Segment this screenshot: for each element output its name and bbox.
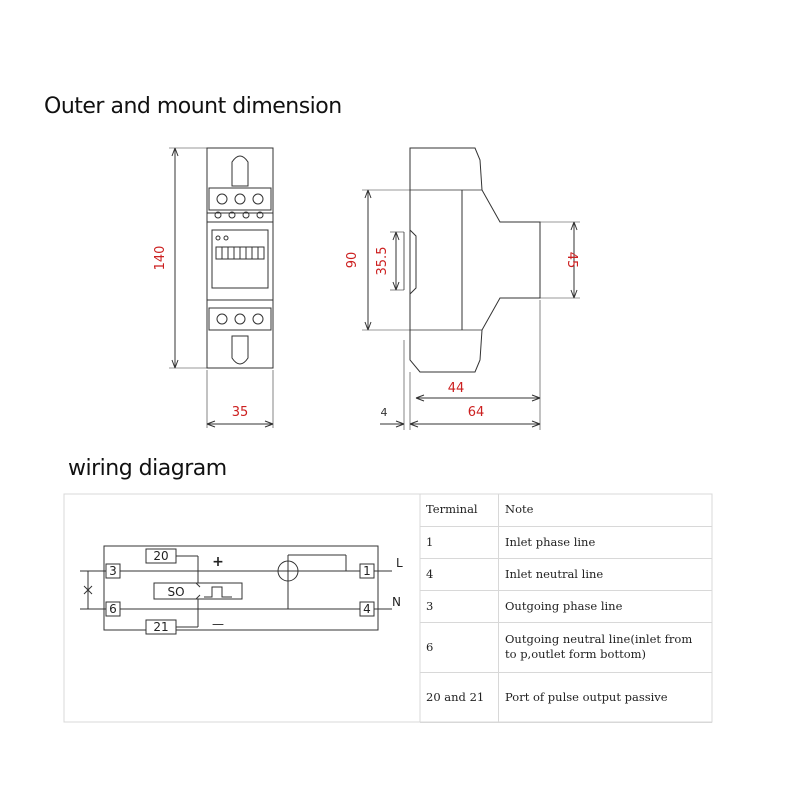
table-row: 4 Inlet neutral line [420,558,712,591]
table-row: 6 Outgoing neutral line(inlet from to p,… [420,622,712,673]
terminal-4-label: 4 [363,602,371,616]
table-header-terminal: Terminal [420,494,499,527]
table-header-row: Terminal Note [420,494,712,527]
table-cell-terminal: 3 [420,590,499,623]
dim-side-height-label: 90 [345,252,360,269]
dim-rail-height-label: 35.5 [375,247,390,276]
terminal-note-table: Terminal Note 1 Inlet phase line 4 Inlet… [420,494,712,723]
table-cell-note: Outgoing neutral line(inlet from to p,ou… [498,622,712,673]
dim-gap-label: 4 [381,406,388,419]
pulse-plus-label: + [212,554,224,570]
dim-total-depth-label: 64 [468,405,485,420]
table-cell-terminal: 6 [420,622,499,673]
side-view [403,147,541,373]
so-label: SO [167,585,184,599]
terminal-21-label: 21 [153,620,168,634]
table-header-note: Note [498,494,712,527]
front-view [206,147,274,369]
table-row: 20 and 21 Port of pulse output passive [420,672,712,723]
terminal-20-label: 20 [153,549,168,563]
wiring-schematic [80,545,392,635]
dim-height-label: 140 [153,246,168,271]
dim-inner-depth-label: 44 [448,381,465,396]
table-cell-note: Inlet neutral line [498,558,712,591]
table-cell-terminal: 1 [420,526,499,559]
line-label: L [396,556,403,570]
dim-width-label: 35 [232,405,249,420]
dim-front-height-label: 45 [564,252,579,269]
table-row: 1 Inlet phase line [420,526,712,559]
table-cell-note: Outgoing phase line [498,590,712,623]
terminal-3-label: 3 [109,564,117,578]
table-cell-note: Inlet phase line [498,526,712,559]
neutral-label: N [392,595,401,609]
table-cell-note: Port of pulse output passive [498,672,712,723]
table-cell-terminal: 4 [420,558,499,591]
terminal-1-label: 1 [363,564,371,578]
terminal-6-label: 6 [109,602,117,616]
wiring-panel-border [63,493,713,723]
pulse-minus-label: — [212,617,224,631]
table-row: 3 Outgoing phase line [420,590,712,623]
wiring-section-title: wiring diagram [68,456,227,481]
table-cell-terminal: 20 and 21 [420,672,499,723]
dimension-section-title: Outer and mount dimension [44,94,342,119]
